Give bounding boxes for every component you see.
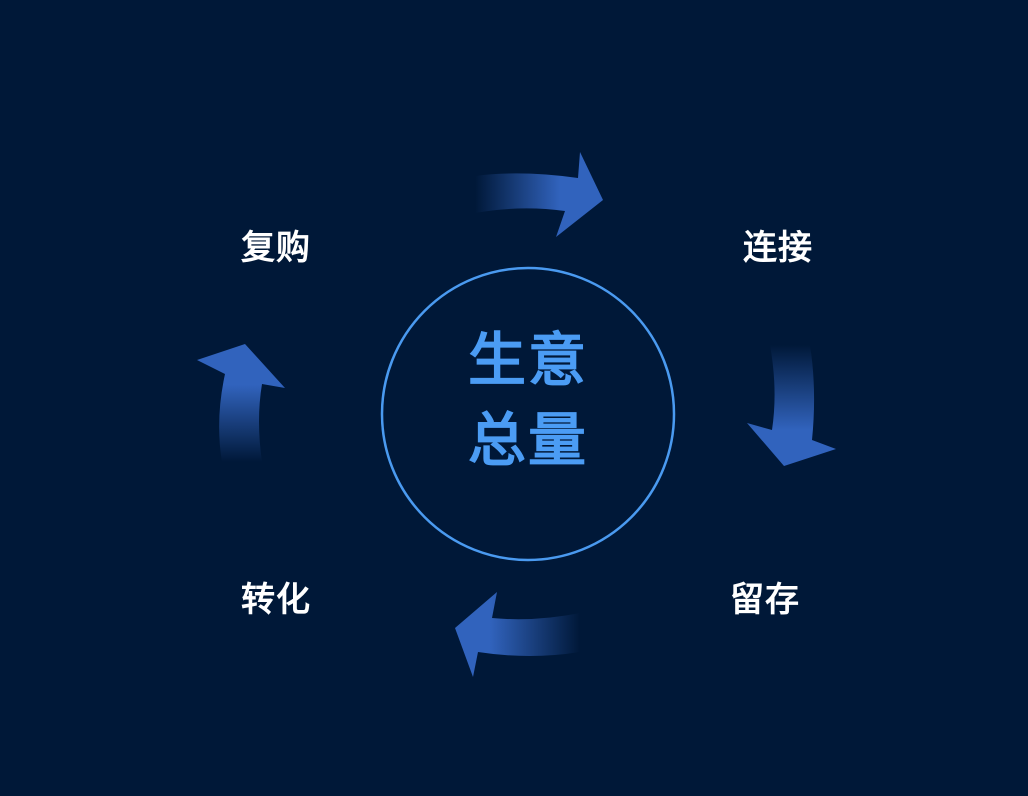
label-retain: 留存 bbox=[730, 580, 800, 620]
arrow-bottom-icon bbox=[455, 592, 580, 677]
center-title-line1: 生意 bbox=[467, 326, 588, 394]
center-circle bbox=[380, 266, 676, 562]
label-repurchase: 复购 bbox=[241, 228, 311, 268]
label-connect: 连接 bbox=[743, 228, 813, 268]
arrow-right-icon bbox=[747, 345, 836, 466]
arrow-left-icon bbox=[197, 344, 285, 462]
center-title-line2: 总量 bbox=[467, 406, 588, 474]
label-convert: 转化 bbox=[241, 580, 311, 620]
arrow-top-icon bbox=[475, 152, 603, 237]
center-title: 生意 总量 bbox=[440, 320, 616, 480]
